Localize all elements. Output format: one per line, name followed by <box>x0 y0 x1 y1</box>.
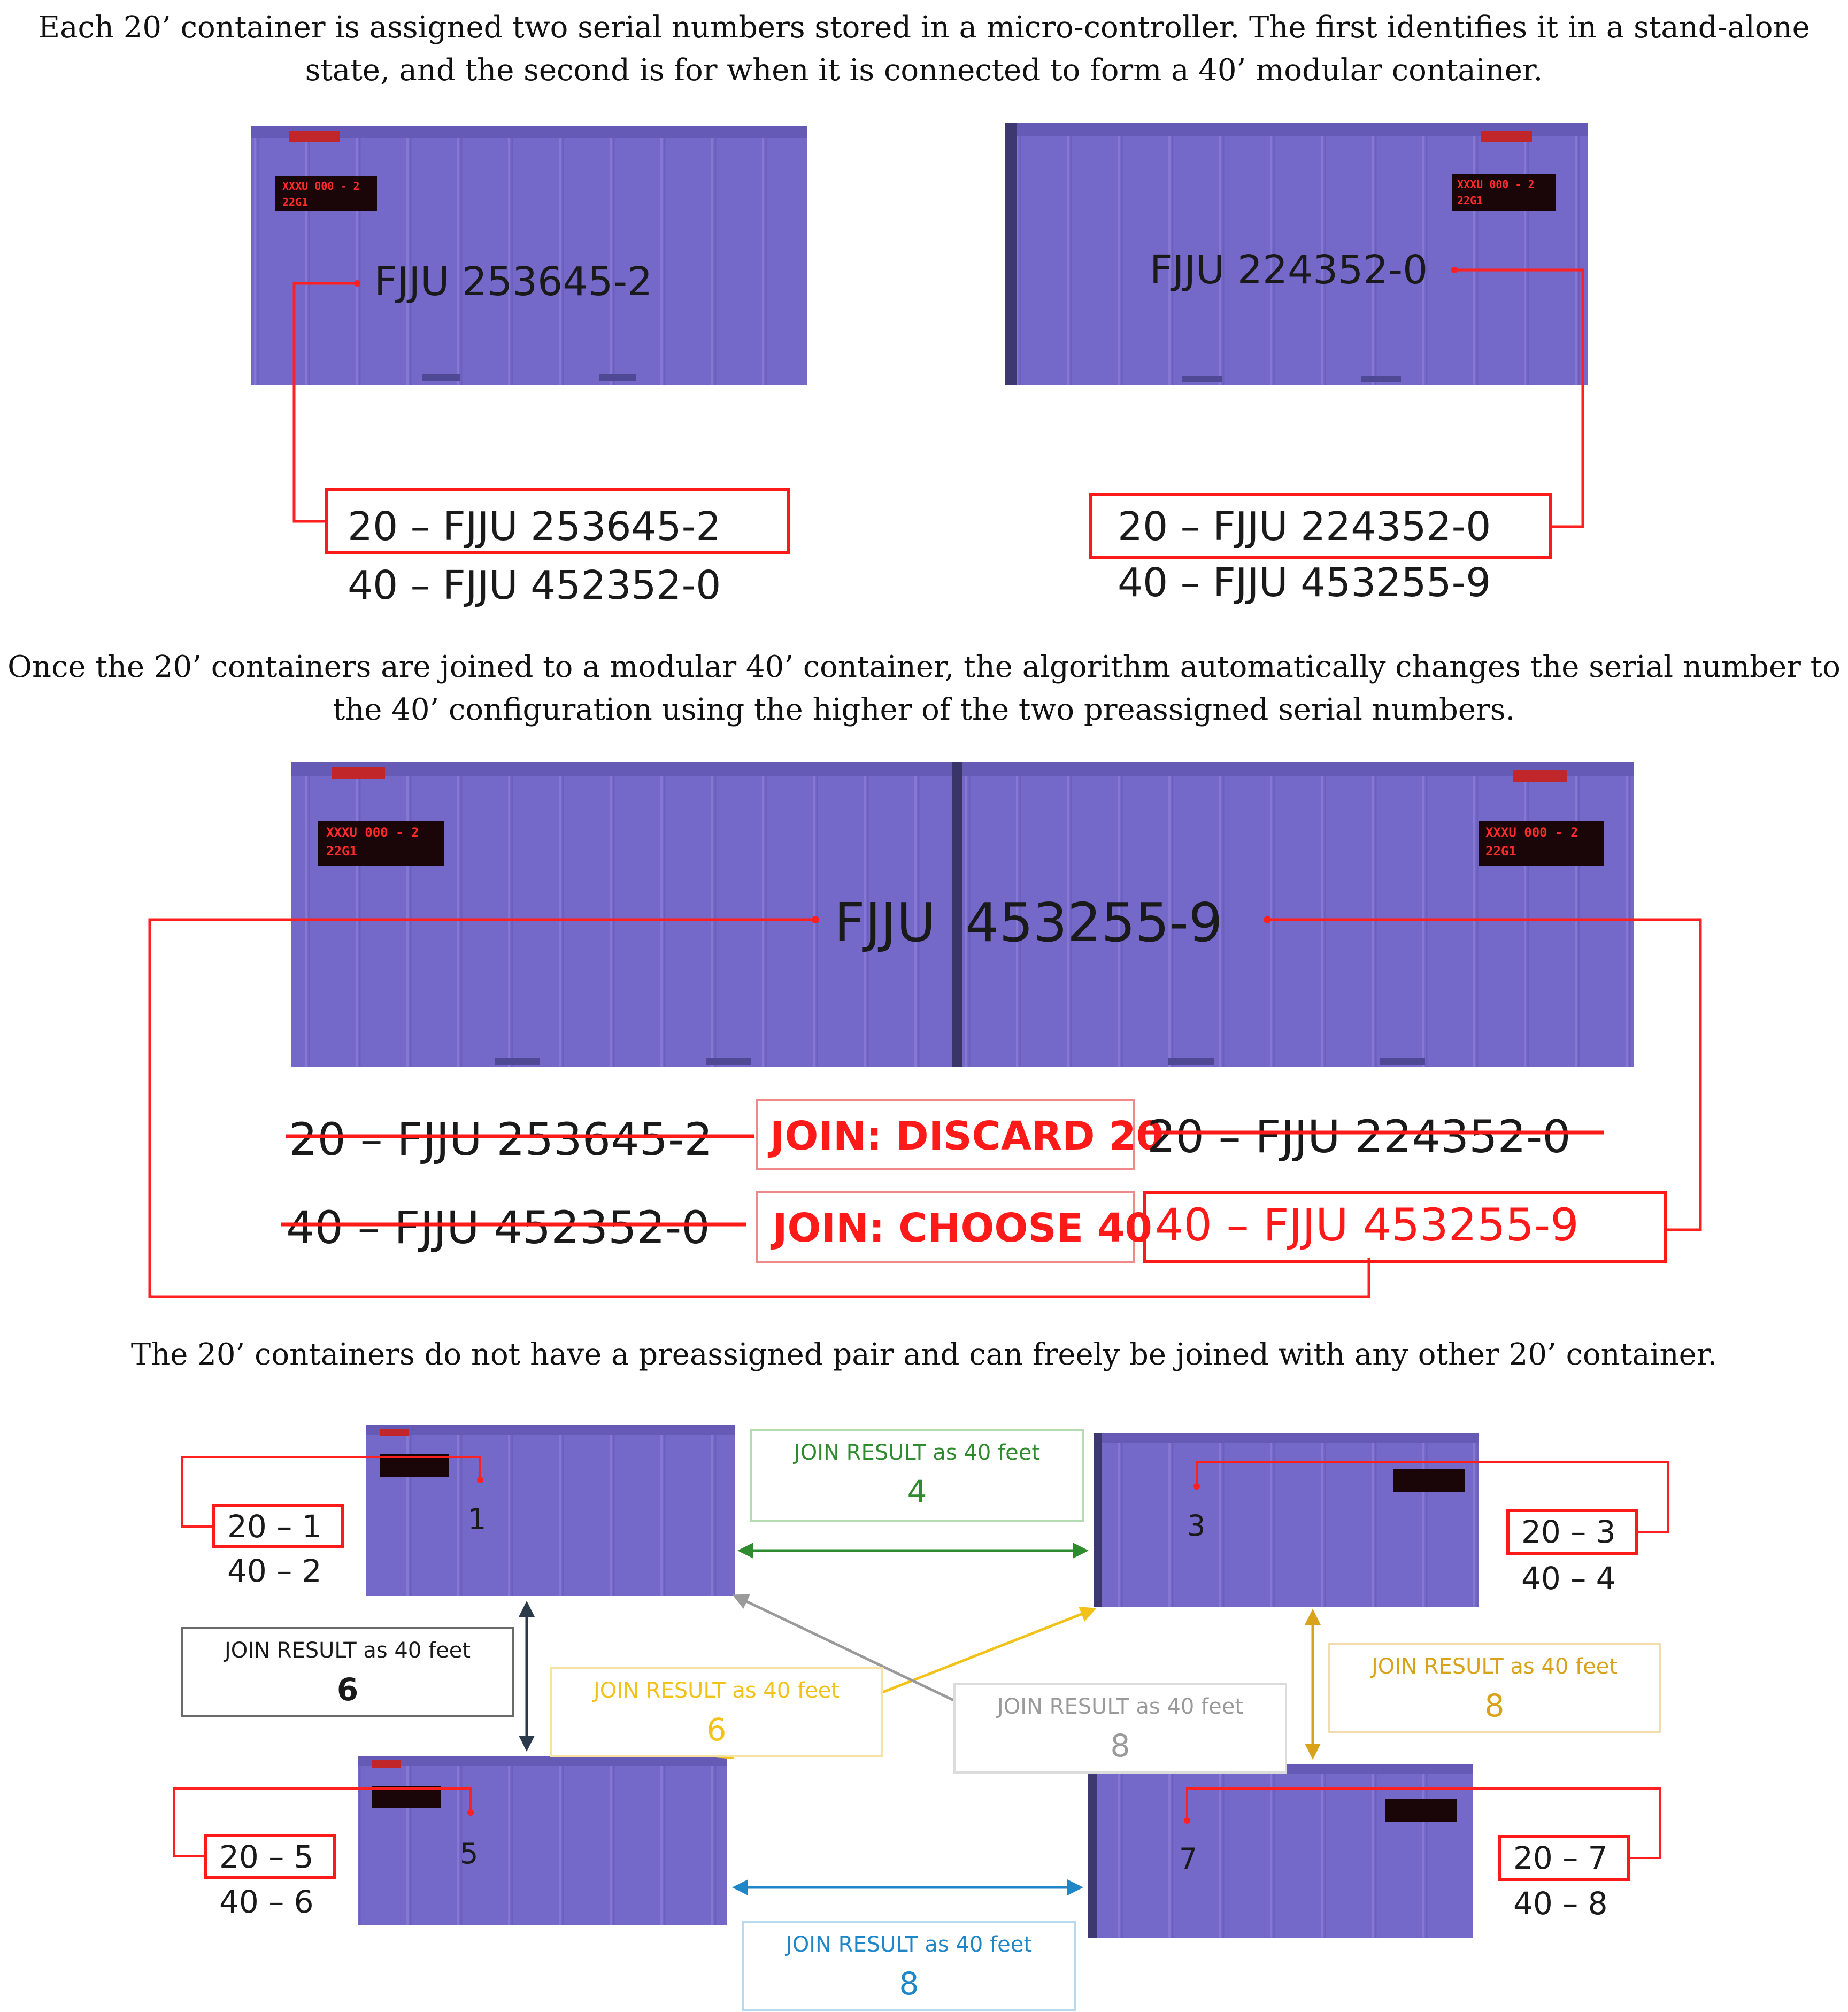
serial-40-7: 40 – 8 <box>1513 1885 1608 1922</box>
container-marking: FJJU 224352-0 <box>1150 247 1428 293</box>
join-result-value: 8 <box>1111 1728 1130 1764</box>
led-line-1: XXXU 000 - 2 <box>282 180 360 192</box>
container-number: 5 <box>460 1837 478 1870</box>
led-display <box>1393 1469 1465 1492</box>
join-result-label: JOIN RESULT as 40 feet <box>996 1694 1243 1719</box>
serial-40-1: 40 – 2 <box>227 1553 322 1589</box>
join-result-3-7: JOIN RESULT as 40 feet 8 <box>1328 1643 1661 1733</box>
led-line-2: 22G1 <box>282 196 308 209</box>
serial-40-5: 40 – 6 <box>219 1884 314 1920</box>
join-result-label: JOIN RESULT as 40 feet <box>792 1440 1040 1465</box>
serial-20-7: 20 – 7 <box>1513 1840 1608 1876</box>
chosen-serial-box <box>1143 1191 1667 1263</box>
serial-20-box <box>212 1504 344 1548</box>
marking-right: 453255-9 <box>965 891 1222 954</box>
join-result-value: 8 <box>899 1965 919 2002</box>
join-result-label: JOIN RESULT as 40 feet <box>592 1678 840 1703</box>
join-result-value: 4 <box>907 1474 927 1510</box>
led-line-1: XXXU 000 - 2 <box>1457 178 1535 191</box>
led-line-2: 22G1 <box>1485 844 1516 859</box>
join-result-value: 6 <box>707 1712 727 1748</box>
serial-20-3: 20 – 3 <box>1521 1514 1616 1550</box>
intro-paragraph: Each 20’ container is assigned two seria… <box>38 10 1810 88</box>
chosen-serial-40: 40 – FJJU 453255-9 <box>1155 1199 1579 1251</box>
join-result-1-3: JOIN RESULT as 40 feet 4 <box>750 1429 1084 1522</box>
join-result-value: 8 <box>1485 1687 1505 1724</box>
join-discard-box <box>756 1099 1135 1170</box>
join-explanation-paragraph: Once the 20’ containers are joined to a … <box>7 650 1841 727</box>
join-choose-box <box>756 1191 1135 1263</box>
marking-left: FJJU <box>834 891 936 954</box>
serial-40-left: 40 – FJJU 452352-0 <box>348 562 721 608</box>
serial-20-left: 20 – FJJU 253645-2 <box>348 504 721 550</box>
join-choose-label: JOIN: CHOOSE 40 <box>770 1205 1152 1251</box>
led-display <box>1452 174 1556 211</box>
led-line-1: XXXU 000 - 2 <box>326 825 419 840</box>
led-line-1: XXXU 000 - 2 <box>1485 825 1578 840</box>
container-number: 1 <box>468 1502 486 1536</box>
led-display <box>1385 1799 1457 1822</box>
container-3: 3 <box>1094 1433 1479 1607</box>
container-7: 7 <box>1088 1764 1473 1938</box>
serial-20-box <box>1506 1509 1638 1555</box>
serial-20-box <box>1089 493 1552 559</box>
container-number: 3 <box>1187 1509 1205 1543</box>
serial-20-box <box>1498 1835 1630 1881</box>
join-result-1-7: JOIN RESULT as 40 feet 8 <box>953 1683 1287 1774</box>
container-joined-40ft: XXXU 000 - 2 22G1 XXXU 000 - 2 22G1 FJJU… <box>291 762 1634 1067</box>
container-1: 1 <box>366 1425 735 1596</box>
join-result-3-5: JOIN RESULT as 40 feet 6 <box>550 1667 883 1757</box>
serial-20-box <box>204 1834 336 1879</box>
serial-20-box <box>325 488 790 554</box>
led-line-2: 22G1 <box>326 844 357 859</box>
serial-40-right: 40 – FJJU 453255-9 <box>1118 560 1491 606</box>
container-left-standalone: XXXU 000 - 2 22G1 FJJU 253645-2 <box>251 126 807 385</box>
container-number: 7 <box>1179 1842 1197 1876</box>
join-discard-label: JOIN: DISCARD 20 <box>767 1113 1164 1159</box>
serial-40-3: 40 – 4 <box>1521 1560 1616 1597</box>
join-result-value: 6 <box>337 1671 358 1708</box>
discarded-serial-20-right: 20 – FJJU 224352-0 <box>1147 1111 1571 1163</box>
free-pairing-paragraph: The 20’ containers do not have a preassi… <box>130 1337 1718 1372</box>
discarded-serial-20-left: 20 – FJJU 253645-2 <box>289 1113 713 1166</box>
serial-20-right: 20 – FJJU 224352-0 <box>1118 504 1491 550</box>
container-5: 5 <box>358 1756 727 1925</box>
led-display <box>1479 821 1604 866</box>
join-result-label: JOIN RESULT as 40 feet <box>1370 1654 1618 1679</box>
serial-20-1: 20 – 1 <box>227 1508 322 1545</box>
container-marking: FJJU 253645-2 <box>374 259 652 305</box>
join-result-label: JOIN RESULT as 40 feet <box>784 1932 1032 1957</box>
discarded-serial-40-left: 40 – FJJU 452352-0 <box>286 1201 710 1254</box>
container-right-standalone: XXXU 000 - 2 22G1 FJJU 224352-0 <box>1005 123 1588 385</box>
join-result-5-7: JOIN RESULT as 40 feet 8 <box>742 1921 1076 2011</box>
serial-20-5: 20 – 5 <box>219 1839 314 1875</box>
join-result-1-5: JOIN RESULT as 40 feet 6 <box>181 1627 514 1717</box>
led-line-2: 22G1 <box>1457 194 1483 207</box>
join-result-label: JOIN RESULT as 40 feet <box>223 1638 471 1663</box>
led-display <box>275 176 377 211</box>
led-display <box>318 821 444 866</box>
